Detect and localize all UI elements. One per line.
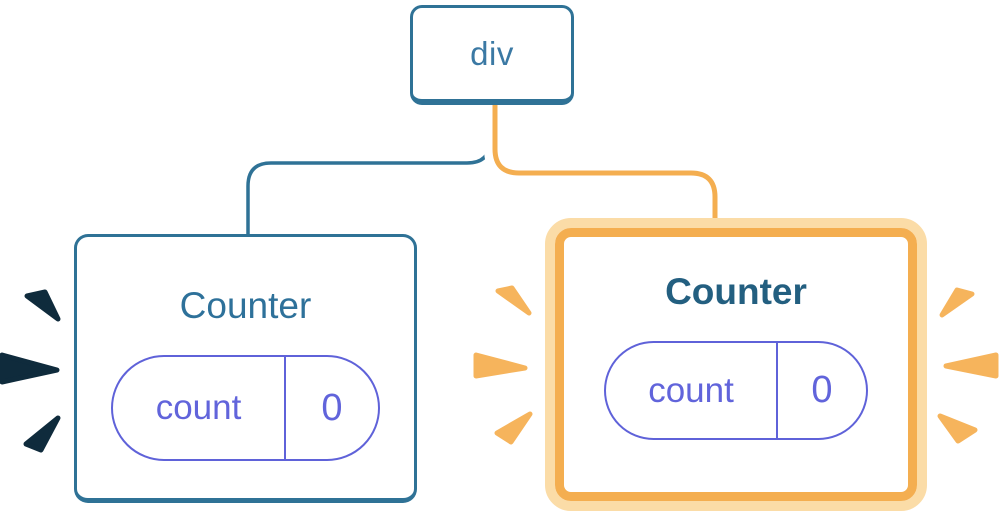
spark-icon	[939, 287, 975, 318]
root-node-label: div	[470, 34, 514, 72]
counter-node-right-inner: Counter count 0	[555, 228, 917, 501]
counter-title: Counter	[179, 285, 312, 326]
spark-icon	[937, 413, 978, 444]
spark-icon	[494, 411, 533, 445]
state-pill: count 0	[111, 355, 380, 461]
state-key: count	[155, 388, 242, 427]
edge-root-to-right-counter	[492, 100, 718, 238]
spark-icon	[473, 352, 528, 379]
root-node-div: div	[410, 5, 574, 105]
spark-icons-right-counter-right	[937, 287, 999, 444]
state-pill: count 0	[604, 341, 868, 440]
state-pill-divider	[776, 343, 778, 438]
spark-icon	[0, 352, 60, 385]
spark-icons-right-counter-left	[473, 285, 533, 445]
spark-icon	[495, 285, 532, 316]
spark-icon	[943, 352, 999, 379]
spark-icon	[24, 289, 61, 322]
state-key: count	[648, 370, 734, 410]
counter-title: Counter	[665, 271, 807, 312]
spark-icons-left-counter	[0, 289, 61, 453]
state-value: 0	[321, 386, 343, 429]
edge-root-to-left-counter	[246, 100, 492, 237]
state-pill-divider	[284, 357, 286, 459]
spark-icon	[23, 415, 61, 453]
counter-node-left: Counter count 0	[74, 234, 417, 503]
counter-node-right-highlighted: Counter count 0	[545, 218, 927, 511]
state-value: 0	[811, 369, 833, 411]
